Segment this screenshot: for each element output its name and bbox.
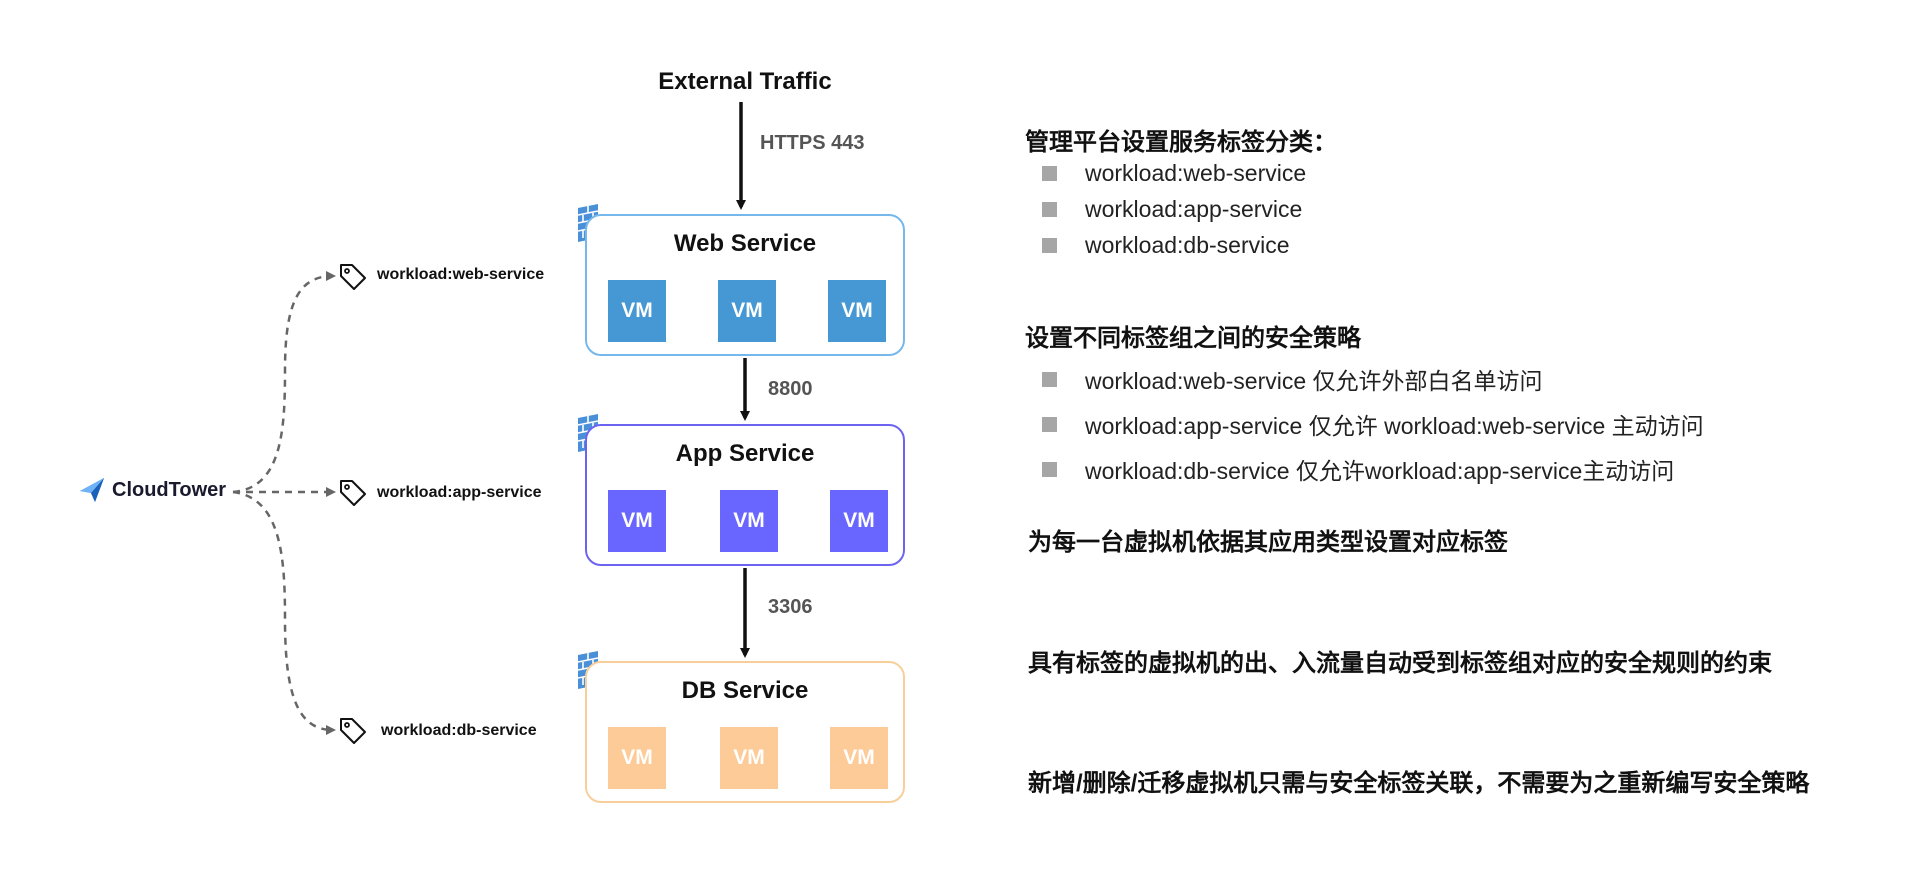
- tag-icon: [340, 264, 366, 290]
- list-item: workload:web-service 仅允许外部白名单访问: [1042, 362, 1543, 396]
- service-name: App Service: [675, 440, 815, 467]
- external-traffic-label: External Traffic: [658, 68, 832, 95]
- db-service-box: DB Service VM VM VM: [585, 661, 905, 803]
- list-item: workload:db-service: [1042, 232, 1290, 259]
- section1-heading: 管理平台设置服务标签分类：: [1025, 129, 1337, 156]
- vm-block: VM: [718, 280, 776, 342]
- db-port-label: 3306: [768, 596, 813, 618]
- statement-no-policy-rewrite: 新增/删除/迁移虚拟机只需与安全标签关联，不需要为之重新编写安全策略: [1028, 770, 1810, 797]
- vm-block: VM: [830, 727, 888, 789]
- tag-icon: [340, 718, 366, 744]
- bullet: [1042, 166, 1057, 181]
- section2-heading: 设置不同标签组之间的安全策略: [1025, 325, 1361, 352]
- service-name: Web Service: [673, 230, 817, 257]
- db-tag-label: workload:db-service: [381, 722, 537, 739]
- list-item: workload:db-service 仅允许workload:app-serv…: [1042, 452, 1674, 486]
- app-service-box: App Service VM VM VM: [585, 424, 905, 566]
- web-service-box: Web Service VM VM VM: [585, 214, 905, 356]
- vm-block: VM: [608, 490, 666, 552]
- service-name: DB Service: [681, 677, 809, 704]
- cloudtower-logo-icon: [80, 478, 104, 502]
- statement-traffic-constrained: 具有标签的虚拟机的出、入流量自动受到标签组对应的安全规则的约束: [1028, 650, 1772, 677]
- app-port-label: 8800: [768, 378, 813, 400]
- bullet: [1042, 238, 1057, 253]
- bullet: [1042, 202, 1057, 217]
- manager-to-db-tag-line: [232, 490, 336, 735]
- tag-icon: [340, 480, 366, 506]
- vm-block: VM: [608, 727, 666, 789]
- statement-tag-each-vm: 为每一台虚拟机依据其应用类型设置对应标签: [1028, 529, 1508, 556]
- vm-block: VM: [608, 280, 666, 342]
- list-item: workload:app-service 仅允许 workload:web-se…: [1042, 407, 1704, 441]
- https-port-label: HTTPS 443: [760, 132, 865, 154]
- vm-block: VM: [828, 280, 886, 342]
- cloudtower-logo: CloudTower: [78, 476, 226, 504]
- web-tag-label: workload:web-service: [377, 266, 545, 283]
- cloudtower-name: CloudTower: [112, 478, 227, 501]
- list-item: workload:web-service: [1042, 160, 1306, 187]
- bullet: [1042, 416, 1057, 432]
- bullet: [1042, 371, 1057, 387]
- app-tag-label: workload:app-service: [377, 484, 542, 501]
- list-item: workload:app-service: [1042, 196, 1302, 223]
- vm-block: VM: [720, 490, 778, 552]
- bullet: [1042, 461, 1057, 477]
- vm-block: VM: [720, 727, 778, 789]
- manager-to-web-tag-line: [232, 271, 336, 494]
- vm-block: VM: [830, 490, 888, 552]
